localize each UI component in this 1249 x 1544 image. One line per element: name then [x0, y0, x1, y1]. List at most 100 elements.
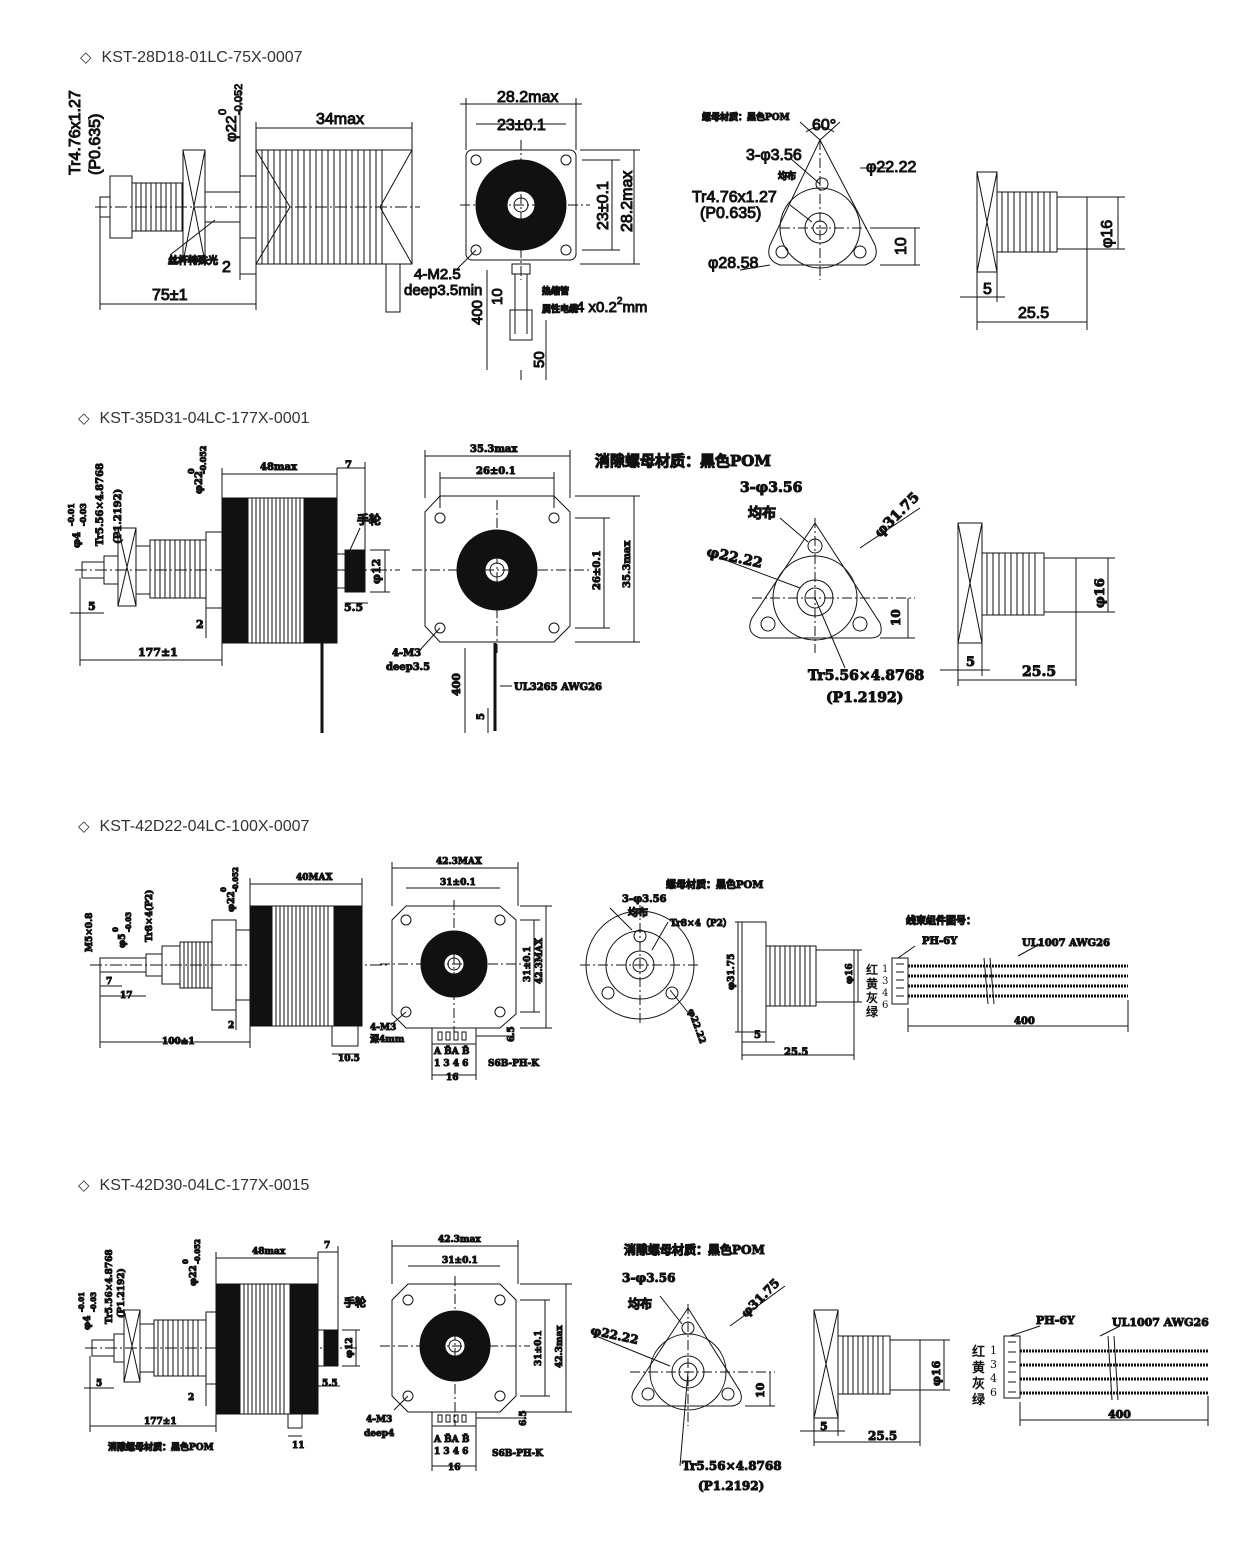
nut-material: 螺母材质：黑色POM [702, 111, 790, 123]
nut-side-dia: φ16 [930, 1360, 943, 1386]
model-name: KST-28D18-01LC-75X-0007 [101, 49, 303, 66]
len2-label: 17 [120, 991, 133, 1001]
front-holes-label: 4-M3 [392, 648, 421, 659]
nut-outer: φ31.75 [872, 490, 923, 541]
front-height-label: 42.3max [555, 1325, 565, 1368]
nut-holes: 3-φ3.56 [622, 1271, 675, 1285]
nut-even: 均布 [748, 505, 776, 522]
connector-width-label: 10.5 [338, 1054, 360, 1064]
pins-top: A B̄A B̄ [433, 1433, 470, 1445]
harness-cable: UL1007 AWG26 [1022, 938, 1110, 949]
nut-view-2 [719, 507, 921, 669]
pins-top: A B̄A B̄ [433, 1045, 470, 1057]
pins-bottom: 1 3 4 6 [434, 1059, 468, 1069]
length-label: 75±1 [152, 287, 188, 304]
nut-offset: 10 [889, 609, 903, 626]
body-length-label: 48max [260, 462, 298, 473]
front-hole-spacing-label: 26±0.1 [476, 466, 516, 477]
diamond-icon: ◇ [78, 410, 90, 427]
front-height-label: 42.3MAX [535, 938, 545, 984]
front-height-spacing-label: 23±0.1 [595, 181, 612, 230]
knob-dia-label: φ12 [370, 559, 383, 584]
nut-dia: φ22.22 [866, 159, 917, 176]
harness-cable: UL1007 AWG26 [1112, 1316, 1209, 1329]
front-width-label: 35.3max [470, 444, 518, 455]
front-height-spacing-label: 31±0.1 [523, 946, 533, 982]
nut-side-view-3 [735, 921, 862, 1060]
nut-side-view-2 [940, 522, 1115, 686]
body-length-label: 40MAX [296, 873, 332, 883]
nut-side-length: 25.5 [1022, 664, 1056, 680]
pitch-label: (P0.635) [87, 114, 104, 175]
harness-colors-4: 红 黄 灰 绿 1 3 4 6 [972, 1344, 997, 1408]
knob-note: 手轮 [357, 512, 382, 527]
color-green: 绿 [972, 1392, 986, 1408]
gap-label: 2 [196, 618, 204, 631]
boss-tol-bot: -0.052 [231, 867, 240, 892]
lead-gap-label: 10 [489, 288, 506, 305]
pin-6: 6 [882, 1000, 888, 1011]
cable-spec: UL3265 AWG26 [514, 682, 602, 693]
boss-label: φ22 [194, 471, 205, 494]
drawing-3: M5×0.8 φ5 0 -0.03 Tr8×4(P2) φ22 0 -0.052… [85, 857, 1129, 1084]
nut-side-view-1 [960, 171, 1125, 330]
nut-view-3 [580, 905, 700, 1025]
cable-note: 属性电缆 [541, 303, 578, 315]
boss-tol-top: 0 [186, 468, 196, 474]
nut-pitch: (P1.2192) [826, 690, 903, 706]
length-label: 177±1 [138, 646, 178, 659]
conn-width-label: 16 [446, 1073, 459, 1083]
boss-tol-top: 0 [217, 109, 229, 115]
shaft2-tol-top: 0 [111, 927, 120, 932]
shaft-tol-top: -0.01 [66, 503, 76, 526]
color-gray: 灰 [972, 1376, 985, 1392]
nut-side-flange: 5 [983, 281, 992, 298]
drawing-2: φ4 -0.01 -0.03 Tr5.56×4.8768 (P1.2192) φ… [66, 444, 1115, 733]
knob-width-label: 7 [345, 460, 352, 471]
front-hole-spacing-label: 23±0.1 [497, 117, 546, 134]
harness-length: 400 [1108, 1408, 1131, 1421]
pins-bottom: 1 3 4 6 [434, 1447, 468, 1457]
front-depth-label: deep3.5min [404, 282, 482, 299]
conn-model-label: S6B-PH-K [488, 1059, 540, 1069]
shaft-tol-bot: -0.03 [78, 503, 88, 526]
section-title-4: ◇ KST-42D30-04LC-177X-0015 [78, 1176, 309, 1195]
nut-pitch: (P1.2192) [698, 1479, 764, 1493]
body-length-label: 48max [252, 1247, 286, 1257]
harness-3 [891, 943, 1129, 1032]
nut-holes: 3-φ3.56 [746, 147, 802, 164]
nut-thread: Tr5.56×4.8768 [682, 1459, 782, 1473]
color-gray: 灰 [866, 990, 878, 1005]
length-label: 177±1 [144, 1417, 177, 1427]
knob-width-label: 7 [324, 1241, 330, 1251]
knob-len-label: 5.5 [322, 1379, 338, 1389]
harness-title: 线束组件图号： [906, 914, 976, 927]
knob-note: 手轮 [344, 1295, 366, 1309]
nut-side-outer: φ31.75 [727, 954, 737, 990]
side-view-2 [70, 462, 400, 733]
cable-spec: 4 x0.22mm [576, 296, 647, 316]
nut-side-length: 25.5 [784, 1047, 808, 1058]
model-name: KST-42D30-04LC-177X-0015 [99, 1177, 310, 1194]
nut-holes: 3-φ3.56 [622, 894, 667, 905]
thread-lines [135, 183, 177, 231]
boss-label: φ22 [189, 1265, 199, 1286]
front-height-spacing-label: 31±0.1 [534, 1330, 544, 1366]
nut-side-flange: 5 [754, 1030, 761, 1041]
pin-4: 4 [882, 988, 888, 999]
boss-tol-bot: -0.052 [198, 446, 208, 474]
lead-gap-label: 5 [476, 713, 487, 720]
front-holes-label: 4-M3 [366, 1415, 392, 1425]
front-hole-spacing-label: 31±0.1 [442, 1256, 478, 1266]
thread-label: Tr4.76x1.27 [67, 90, 84, 175]
nut-material: 消隙螺母材质：黑色POM [624, 1242, 765, 1257]
front-view-3 [380, 862, 552, 1080]
shaft-tol-top: -0.01 [77, 1292, 86, 1312]
nut-pitch: (P0.635) [700, 205, 761, 222]
section-title-1: ◇KST-28D18-01LC-75X-0007 [80, 48, 303, 67]
front-width-label: 42.3max [438, 1235, 481, 1245]
diamond-icon: ◇ [78, 1177, 90, 1194]
nut-side-dia: φ16 [1099, 220, 1116, 248]
nut-thread: Tr4.76x1.27 [692, 189, 777, 206]
drawing-4: φ4 -0.01 -0.03 Tr5.56×4.8768 (P1.2192) φ… [77, 1235, 1210, 1494]
